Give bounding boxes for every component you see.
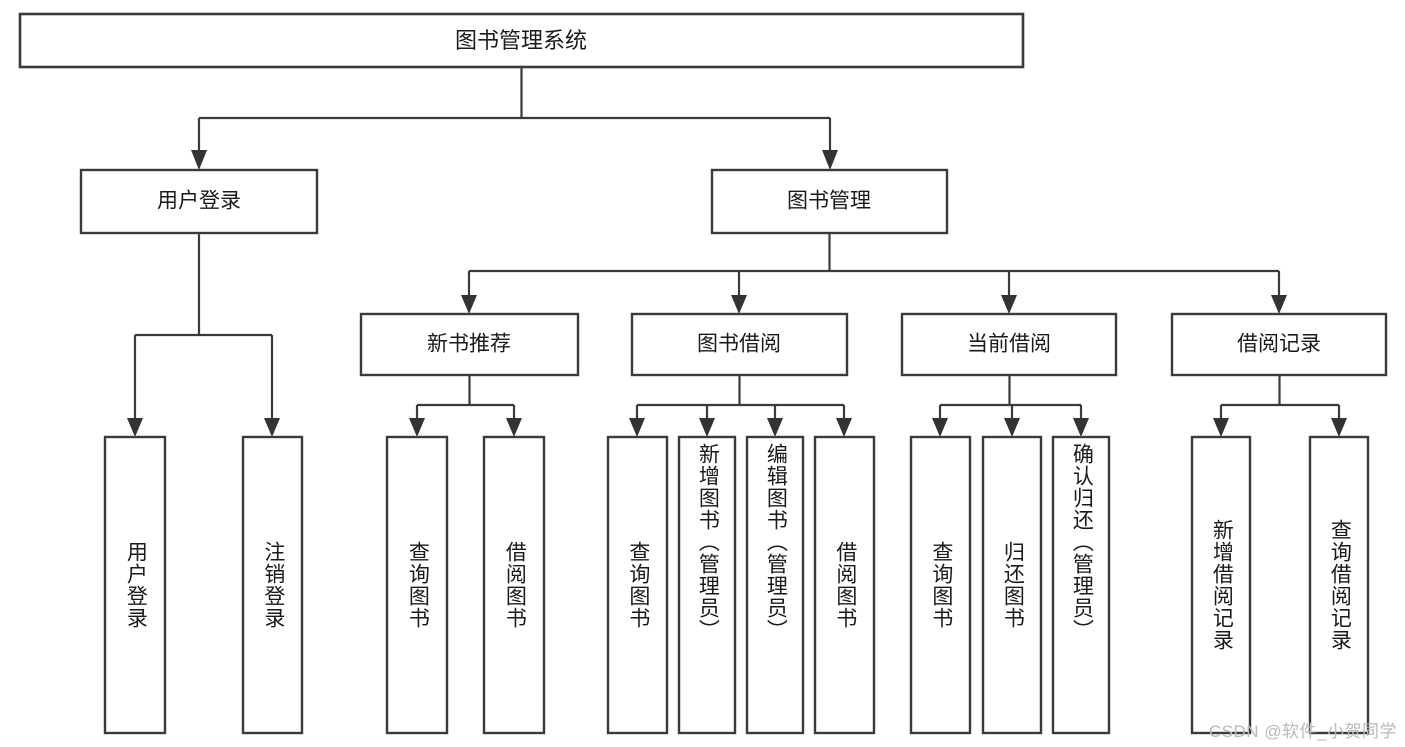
node-leaf-3-rect[interactable] [482, 435, 546, 735]
node-l3-0-label: 新书推荐 [427, 333, 511, 356]
node-level3-current-borrow[interactable]: 当前借阅 [900, 312, 1118, 377]
arrowhead-leaf-4 [629, 418, 645, 437]
arrowhead-leaf-3 [506, 418, 522, 437]
node-leaf-0-rect[interactable] [103, 435, 167, 735]
node-leaf-10-rect[interactable] [1051, 435, 1111, 735]
node-leaf-1-rect[interactable] [241, 435, 304, 735]
node-l3-1-rect[interactable] [630, 312, 849, 377]
arrowhead-leaf-8 [932, 418, 948, 437]
arrowhead-leaf-9 [1004, 418, 1020, 437]
connector-group-current-borrow [932, 375, 1089, 437]
node-l3-2-label: 当前借阅 [967, 333, 1051, 356]
leaf-boxes [103, 435, 1370, 735]
node-level3-book-borrow[interactable]: 图书借阅 [630, 312, 849, 377]
node-leaf-6-rect[interactable] [745, 435, 805, 735]
node-leaf-7-rect[interactable] [813, 435, 876, 735]
node-level2-user-login[interactable]: 用户登录 [79, 168, 319, 235]
node-l2-1-label: 图书管理 [787, 190, 871, 213]
node-leaf-8-rect[interactable] [909, 435, 972, 735]
node-l2-0-label: 用户登录 [157, 190, 241, 213]
node-l2-1-rect[interactable] [710, 168, 949, 235]
node-leaf-12-rect[interactable] [1308, 435, 1370, 735]
node-l3-2-rect[interactable] [900, 312, 1118, 377]
node-level3-new-book-recommend[interactable]: 新书推荐 [359, 312, 580, 377]
arrowhead-leaf-7 [836, 418, 852, 437]
arrowhead-leaf-2 [409, 418, 425, 437]
arrowhead-leaf-6 [767, 418, 783, 437]
node-root-label: 图书管理系统 [455, 28, 587, 53]
connector-group-new-book [409, 375, 522, 437]
arrowhead-leaf-1 [264, 418, 280, 437]
node-leaf-2-rect[interactable] [385, 435, 449, 735]
node-l3-3-rect[interactable] [1170, 312, 1388, 377]
connector-group-book-mgmt [461, 233, 1287, 314]
arrowhead-leaf-0 [127, 418, 143, 437]
connector-group-user-login [127, 233, 280, 437]
node-l3-3-label: 借阅记录 [1237, 333, 1321, 356]
node-level2-book-management[interactable]: 图书管理 [710, 168, 949, 235]
connector-group-root [191, 67, 838, 170]
node-l3-1-label: 图书借阅 [697, 333, 781, 356]
arrowhead-leaf-10 [1073, 418, 1089, 437]
node-leaf-11-rect[interactable] [1190, 435, 1252, 735]
node-level3-borrow-record[interactable]: 借阅记录 [1170, 312, 1388, 377]
node-l2-0-rect[interactable] [79, 168, 319, 235]
arrowhead-l3-0 [461, 295, 477, 314]
arrowhead-leaf-5 [699, 418, 715, 437]
node-root-rect[interactable] [18, 12, 1025, 69]
node-leaf-4-rect[interactable] [606, 435, 669, 735]
csdn-watermark: CSDN @软件_小贺同学 [1208, 722, 1397, 741]
arrowhead-l3-2 [1001, 295, 1017, 314]
connector-group-book-borrow [629, 375, 852, 437]
arrowhead-l3-1 [731, 295, 747, 314]
node-leaf-9-rect[interactable] [981, 435, 1043, 735]
connector-group-borrow-record [1213, 375, 1347, 437]
arrowhead-leaf-11 [1213, 418, 1229, 437]
node-leaf-5-rect[interactable] [677, 435, 737, 735]
arrowhead-l3-3 [1271, 295, 1287, 314]
arrowhead-l2-0 [191, 150, 207, 170]
node-l3-0-rect[interactable] [359, 312, 580, 377]
node-root[interactable]: 图书管理系统 [18, 12, 1025, 69]
arrowhead-l2-1 [822, 150, 838, 170]
arrowhead-leaf-12 [1331, 418, 1347, 437]
